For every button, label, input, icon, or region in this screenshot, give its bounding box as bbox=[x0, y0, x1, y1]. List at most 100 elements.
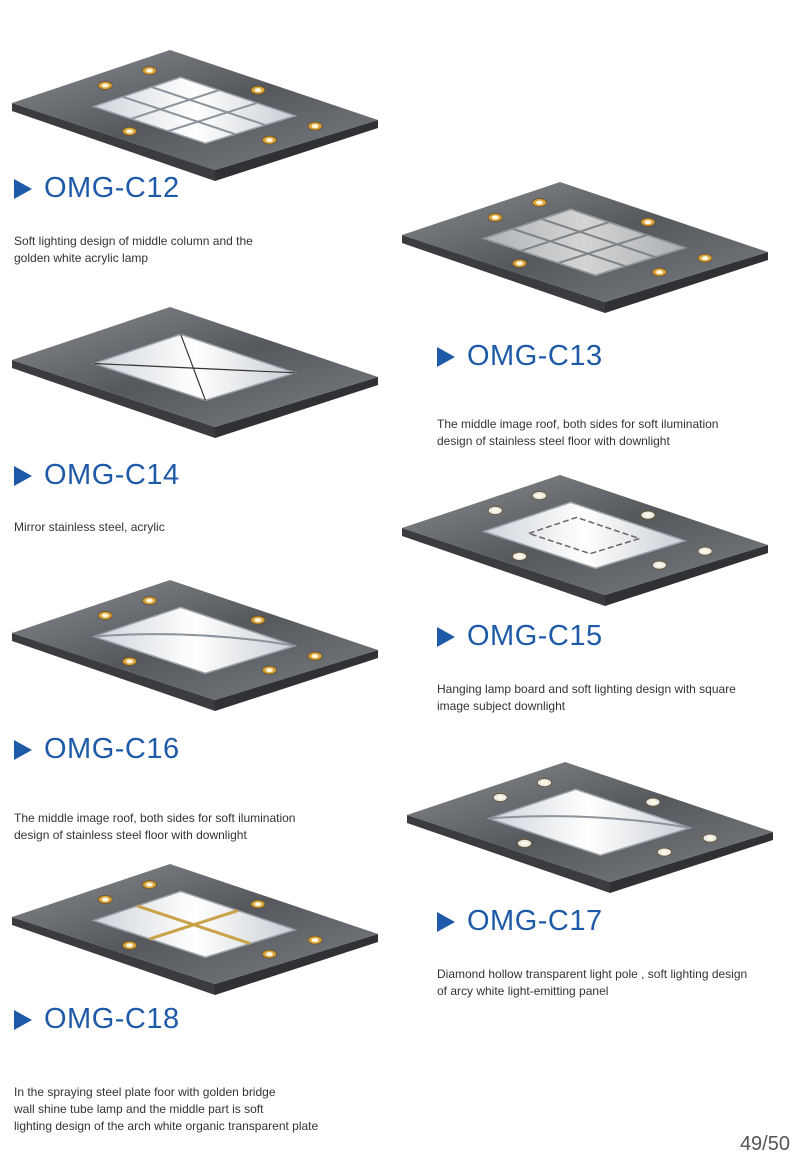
downlight-center bbox=[521, 841, 529, 846]
ceiling-image-c12 bbox=[12, 50, 378, 181]
light-panel bbox=[91, 606, 298, 675]
panel-divider bbox=[122, 95, 236, 136]
triangle-bullet-icon bbox=[14, 739, 32, 760]
product-title-c12: OMG-C12 bbox=[14, 172, 180, 205]
product-description-c15: Hanging lamp board and soft lighting des… bbox=[437, 681, 797, 715]
downlight-center bbox=[496, 795, 504, 800]
square-image-pattern bbox=[526, 516, 642, 555]
panel-divider bbox=[130, 89, 220, 120]
product-description-c18: In the spraying steel plate foor with go… bbox=[14, 1084, 394, 1135]
downlight-center bbox=[126, 659, 134, 664]
downlight-center bbox=[535, 200, 543, 205]
ceiling-image-c14 bbox=[12, 307, 378, 438]
desc-line: Soft lighting design of middle column an… bbox=[14, 234, 253, 248]
downlight-center bbox=[265, 952, 273, 957]
desc-line: image subject downlight bbox=[437, 699, 566, 713]
ceiling-front-edge bbox=[12, 633, 215, 711]
product-title-c13: OMG-C13 bbox=[437, 340, 603, 373]
downlight-center bbox=[126, 129, 134, 134]
desc-line: Mirror stainless steel, acrylic bbox=[14, 520, 165, 534]
desc-line: Hanging lamp board and soft lighting des… bbox=[437, 682, 736, 696]
downlight-center bbox=[516, 261, 524, 266]
downlight-center bbox=[660, 850, 668, 855]
panel-divider bbox=[520, 221, 610, 252]
ceiling-front-edge bbox=[12, 103, 215, 181]
product-title-c17: OMG-C17 bbox=[437, 905, 603, 938]
triangle-bullet-icon bbox=[437, 346, 455, 367]
product-description-c17: Diamond hollow transparent light pole , … bbox=[437, 966, 797, 1000]
downlight-center bbox=[516, 554, 524, 559]
downlight-center bbox=[265, 138, 273, 143]
desc-line: The middle image roof, both sides for so… bbox=[437, 417, 719, 431]
product-description-c13: The middle image roof, both sides for so… bbox=[437, 416, 797, 450]
downlight-center bbox=[706, 836, 714, 841]
desc-line: of arcy white light-emitting panel bbox=[437, 984, 609, 998]
product-description-c14: Mirror stainless steel, acrylic bbox=[14, 519, 354, 536]
downlight-center bbox=[649, 800, 657, 805]
downlight-center bbox=[311, 938, 319, 943]
downlight-center bbox=[101, 83, 109, 88]
ceiling-image-c13 bbox=[402, 182, 768, 313]
product-description-c16: The middle image roof, both sides for so… bbox=[14, 810, 374, 844]
downlight-center bbox=[701, 256, 709, 261]
product-title-c15: OMG-C15 bbox=[437, 620, 603, 653]
ceiling-image-c16 bbox=[12, 580, 378, 711]
desc-line: wall shine tube lamp and the middle part… bbox=[14, 1102, 264, 1116]
desc-line: design of stainless steel floor with dow… bbox=[14, 828, 247, 842]
light-panel bbox=[481, 501, 688, 570]
product-title-c18: OMG-C18 bbox=[14, 1003, 180, 1036]
downlight-center bbox=[701, 549, 709, 554]
triangle-bullet-icon bbox=[14, 1009, 32, 1030]
triangle-bullet-icon bbox=[437, 626, 455, 647]
desc-line: The middle image roof, both sides for so… bbox=[14, 811, 296, 825]
product-code: OMG-C16 bbox=[44, 733, 180, 765]
ceiling-front-edge bbox=[407, 815, 610, 893]
panel-divider bbox=[541, 218, 656, 258]
light-panel bbox=[91, 76, 298, 145]
product-title-c14: OMG-C14 bbox=[14, 459, 180, 492]
downlight-center bbox=[265, 668, 273, 673]
ceiling-front-edge bbox=[402, 528, 605, 606]
downlight-center bbox=[254, 618, 262, 623]
downlight-center bbox=[491, 508, 499, 513]
product-code: OMG-C12 bbox=[44, 172, 180, 204]
ceiling-side-edge bbox=[215, 120, 378, 181]
ceiling-side-edge bbox=[605, 252, 768, 313]
ceiling-side-edge bbox=[605, 545, 768, 606]
downlight-center bbox=[655, 563, 663, 568]
ceiling-image-c18 bbox=[12, 864, 378, 995]
downlight-center bbox=[145, 598, 153, 603]
page-number: 49/50 bbox=[739, 1133, 790, 1155]
desc-line: Diamond hollow transparent light pole , … bbox=[437, 967, 748, 981]
downlight-center bbox=[644, 513, 652, 518]
downlight-center bbox=[311, 124, 319, 129]
panel-divider bbox=[149, 909, 239, 941]
downlight-center bbox=[540, 780, 548, 785]
triangle-bullet-icon bbox=[14, 465, 32, 486]
downlight-center bbox=[145, 882, 153, 887]
panel-divider bbox=[512, 227, 626, 268]
downlight-center bbox=[126, 943, 134, 948]
desc-line: lighting design of the arch white organi… bbox=[14, 1119, 319, 1133]
product-title-c16: OMG-C16 bbox=[14, 733, 180, 766]
pattern-overlay bbox=[483, 209, 686, 276]
product-code: OMG-C18 bbox=[44, 1003, 180, 1035]
product-code: OMG-C17 bbox=[467, 905, 603, 937]
downlight-center bbox=[254, 88, 262, 93]
downlight-center bbox=[311, 654, 319, 659]
ceiling-side-edge bbox=[610, 832, 773, 893]
arc-line bbox=[93, 633, 296, 647]
product-description-c12: Soft lighting design of middle column an… bbox=[14, 233, 354, 267]
panel-divider bbox=[557, 234, 648, 265]
ceiling-side-edge bbox=[215, 650, 378, 711]
arc-line bbox=[488, 815, 691, 829]
downlight-center bbox=[535, 493, 543, 498]
ceiling-side-edge bbox=[215, 377, 378, 438]
product-code: OMG-C15 bbox=[467, 620, 603, 652]
downlight-center bbox=[644, 220, 652, 225]
product-code: OMG-C13 bbox=[467, 340, 603, 372]
ceiling-image-c17 bbox=[407, 762, 773, 893]
ceiling-front-edge bbox=[402, 235, 605, 313]
ceiling-image-c15 bbox=[402, 475, 768, 606]
triangle-bullet-icon bbox=[14, 178, 32, 199]
